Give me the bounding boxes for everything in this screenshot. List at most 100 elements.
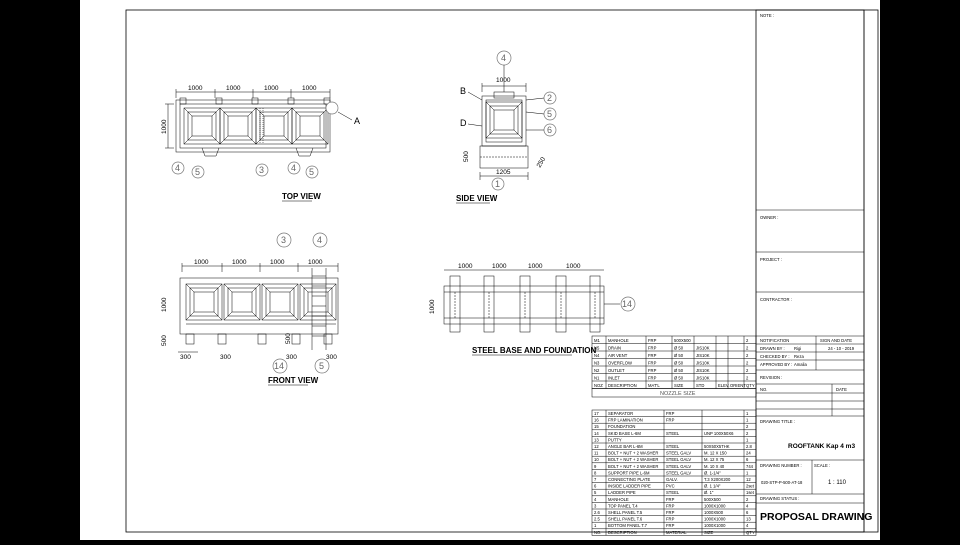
front-balloon-5: 5 <box>319 361 324 371</box>
nozzle-header-cell: DESCRIPTION <box>608 383 637 388</box>
parts-cell: 16 <box>594 418 599 423</box>
parts-cell: FRP <box>666 497 675 502</box>
nozzle-cell: JIS10K <box>696 360 710 365</box>
title-block: NOTE : OWNER : PROJECT : CONTRACTOR : NO… <box>755 9 872 533</box>
nozzle-cell: JIS10K <box>696 345 710 350</box>
nozzle-cell: 2 <box>746 353 749 358</box>
parts-cell: M. 12 X 150 <box>704 451 727 456</box>
parts-cell: BOLT + NUT + 2 WASHER <box>608 457 658 462</box>
dim-side-500: 500 <box>463 151 470 162</box>
parts-cell: 50X50X5THK <box>704 444 730 449</box>
approved-by-label: APPROVED BY : <box>760 362 792 367</box>
parts-cell: LADDER PIPE <box>608 490 636 495</box>
parts-header-cell: SIZE <box>704 530 714 535</box>
front-view: 1000 1000 1000 1000 1000 500 300 300 300… <box>161 232 339 386</box>
parts-cell: M. 10 X 40 <box>704 464 725 469</box>
parts-cell: TOP PANEL T.4 <box>608 503 638 508</box>
dim-top-3: 1000 <box>264 85 279 92</box>
drawn-by-label: DRAWN BY : <box>760 346 785 351</box>
parts-cell: Ø. 1-1/4" <box>704 470 721 475</box>
parts-cell: FRP LAMINATION <box>608 418 643 423</box>
revision-label: REVISION : <box>760 375 782 380</box>
parts-cell: UNP 100X50X6 <box>704 431 734 436</box>
parts-cell: BOTTOM PANEL T.7 <box>608 523 648 528</box>
top-balloon-3: 3 <box>259 165 264 175</box>
parts-header-cell: DESCRIPTION <box>608 530 637 535</box>
top-view-title: TOP VIEW <box>282 192 321 201</box>
parts-cell: CONNECTING PLATE <box>608 477 650 482</box>
nozzle-cell: Ø 50 <box>674 345 684 350</box>
parts-cell: Ø. 1 1/4" <box>704 484 721 489</box>
dim-front-3: 1000 <box>270 259 285 266</box>
parts-cell: FRP <box>666 523 675 528</box>
front-balloon-4: 4 <box>317 235 322 245</box>
top-view: 1000 1000 1000 1000 1000 A 4 5 3 4 5 TOP… <box>161 85 360 202</box>
nozzle-cell: FRP <box>648 375 657 380</box>
parts-cell: FRP <box>666 517 675 522</box>
parts-cell: 5 <box>594 490 597 495</box>
dim-base-height: 1000 <box>429 299 436 314</box>
parts-cell: 2 <box>746 431 749 436</box>
parts-cell: GALV. <box>666 477 678 482</box>
nozzle-cell: N2 <box>594 368 600 373</box>
nozzle-cell: OVERFLOW <box>608 360 632 365</box>
dim-front-300a: 300 <box>180 354 191 361</box>
nozzle-cell: Ø 50 <box>674 375 684 380</box>
side-view: 1000 1205 500 250 B D 4 2 5 6 1 SIDE VIE… <box>456 50 557 204</box>
nozzle-cell: N4 <box>594 353 600 358</box>
nozzle-cell: Ø 50 <box>674 360 684 365</box>
nozzle-cell: OUTLET <box>608 368 625 373</box>
parts-cell: INSIDE LADDER PIPE <box>608 484 651 489</box>
base-balloon-14: 14 <box>622 299 632 309</box>
drawing-canvas: 1000 1000 1000 1000 1000 A 4 5 3 4 5 TOP… <box>125 9 879 536</box>
parts-cell: 1000X1000 <box>704 523 726 528</box>
parts-cell: PVC <box>666 484 675 489</box>
revision-date-label: DATE <box>836 387 847 392</box>
parts-cell: 9 <box>594 464 597 469</box>
parts-cell: 4 <box>746 503 749 508</box>
parts-cell: 4 <box>594 497 597 502</box>
parts-cell: 6 <box>594 484 597 489</box>
parts-cell: SUPPORT PIPE L-6M <box>608 470 650 475</box>
nozzle-title: NOZZLE SIZE <box>660 391 696 397</box>
nozzle-cell: FRP <box>648 368 657 373</box>
parts-cell: PUTTY <box>608 437 622 442</box>
parts-cell: FRP <box>666 418 675 423</box>
parts-cell: 2 <box>746 424 749 429</box>
dim-side-bottom: 1205 <box>496 169 511 176</box>
nozzle-cell: FRP <box>648 360 657 365</box>
parts-cell: FOUNDATION <box>608 424 635 429</box>
approved-by-name: Amalia <box>794 362 807 367</box>
nozzle-header-cell: SIZE <box>674 383 684 388</box>
parts-cell: STEEL GALV <box>666 451 691 456</box>
parts-cell: STEEL GALV <box>666 470 691 475</box>
parts-cell: STEEL <box>666 444 680 449</box>
parts-cell: 2set <box>746 484 755 489</box>
checked-by-label: CHECKED BY : <box>760 354 789 359</box>
nozzle-header-cell: ELEV. <box>718 383 730 388</box>
parts-cell: 13 <box>594 437 599 442</box>
drawn-by-name: Rigi <box>794 346 801 351</box>
contractor-label: CONTRACTOR : <box>760 297 792 302</box>
dim-front-height: 1000 <box>161 297 168 312</box>
nozzle-header-cell: QTY <box>746 383 755 388</box>
nozzle-cell: N5 <box>594 345 600 350</box>
parts-cell: 1 <box>746 437 749 442</box>
nozzle-cell: N3 <box>594 360 600 365</box>
base-view-title: STEEL BASE AND FOUNDATION <box>472 346 597 355</box>
owner-label: OWNER : <box>760 215 778 220</box>
parts-cell: MANHOLE <box>608 497 629 502</box>
parts-cell: FRP <box>666 510 675 515</box>
dim-front-300d: 300 <box>326 354 337 361</box>
parts-cell: 744 <box>746 464 754 469</box>
top-balloon-4b: 4 <box>291 163 296 173</box>
side-balloon-2: 2 <box>547 93 552 103</box>
drawn-date: 24 - 10 - 2019 <box>828 346 855 351</box>
note-label: NOTE : <box>760 13 774 18</box>
parts-cell: Ø. 1" <box>704 490 714 495</box>
parts-cell: M. 12 X 75 <box>704 457 725 462</box>
parts-cell: 12 <box>594 444 599 449</box>
parts-header-cell: MATERIAL <box>666 530 687 535</box>
